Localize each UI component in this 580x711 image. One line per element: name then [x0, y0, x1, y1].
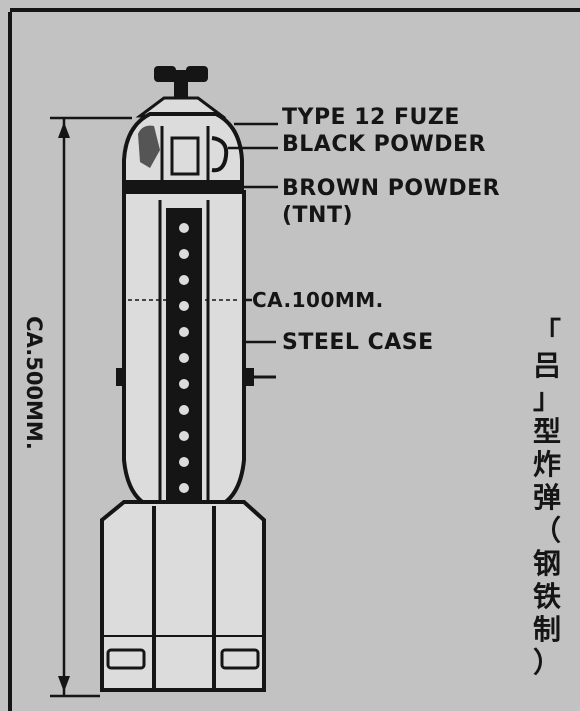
left-lug: [116, 368, 126, 386]
caption-char: （: [532, 514, 561, 547]
caption-char: 吕: [532, 349, 561, 382]
chinese-caption: 「吕」型炸弹（钢铁制）: [522, 316, 572, 679]
length-arrow-top: [58, 122, 70, 138]
fuze-handle: [135, 66, 227, 118]
label-diameter: CA.100MM.: [252, 288, 384, 312]
caption-char: 」: [532, 382, 561, 415]
length-arrow-bottom: [58, 676, 70, 692]
caption-char: ）: [532, 646, 561, 679]
tnt-column-beads: [179, 223, 189, 493]
fuze-body: [170, 136, 200, 176]
caption-char: 「: [532, 316, 561, 349]
fin-slot-left: [106, 648, 146, 670]
label-length: CA.500MM.: [22, 316, 46, 450]
caption-char: 钢: [532, 547, 561, 580]
black-powder-charge: [138, 125, 160, 168]
caption-char: 弹: [532, 481, 561, 514]
brown-powder-layer: [122, 182, 244, 192]
leader-lines: [228, 122, 278, 344]
fin-slot-right: [220, 648, 260, 670]
right-lug: [242, 368, 254, 386]
label-black-powder: BLACK POWDER: [282, 132, 486, 157]
caption-char: 型: [532, 415, 561, 448]
caption-char: 炸: [532, 448, 561, 481]
caption-char: 铁: [532, 580, 561, 613]
label-steel-case: STEEL CASE: [282, 330, 434, 355]
length-dimension: [50, 116, 132, 698]
label-type-12-fuze: TYPE 12 FUZE: [282, 105, 460, 130]
label-tnt: (TNT): [282, 203, 354, 228]
caption-char: 制: [532, 613, 561, 646]
label-brown-powder: BROWN POWDER: [282, 176, 501, 201]
tail-fins: [100, 500, 266, 692]
